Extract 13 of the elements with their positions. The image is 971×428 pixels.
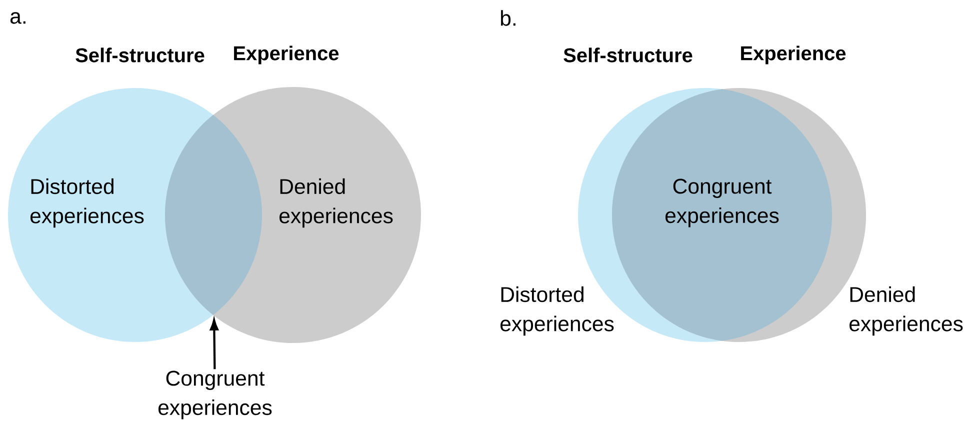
circle-heading: Self-structure xyxy=(564,48,692,62)
circle-label: Distorted experiences xyxy=(30,178,144,228)
text-label: Congruent experiences xyxy=(158,370,272,420)
circle-heading: Self-structure xyxy=(76,48,204,62)
panel-letter: a. xyxy=(10,12,26,24)
circle-label: Denied experiences xyxy=(850,286,963,336)
overlap-region xyxy=(165,114,262,316)
circle-label: Distorted experiences xyxy=(500,286,614,336)
panel-letter: b. xyxy=(500,10,516,26)
circle-heading: Experience xyxy=(741,46,846,64)
circle-label: Denied experiences xyxy=(280,178,393,228)
text-label: Congruent experiences xyxy=(666,178,779,228)
circle-heading: Experience xyxy=(234,46,339,64)
